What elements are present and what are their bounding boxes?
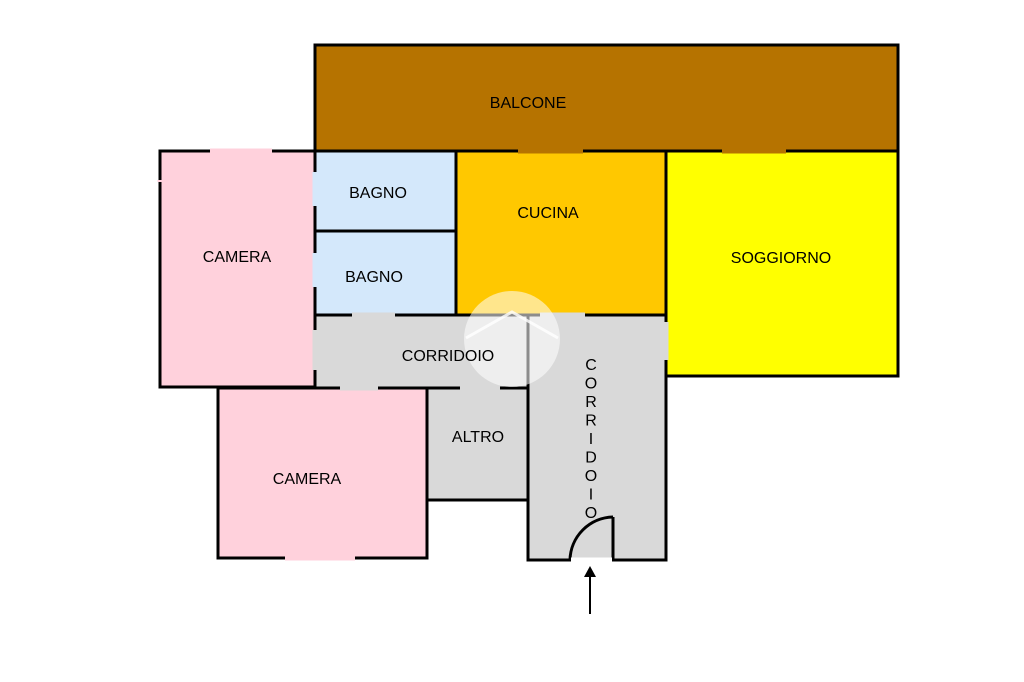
label-corridoio-vertical-letter: R (585, 413, 597, 430)
label-altro: ALTRO (452, 429, 504, 446)
label-corridoio-vertical-letter: D (585, 450, 597, 467)
label-corridoio-vertical: CORRIDOIO (585, 357, 597, 522)
label-corridoio-horizontal: CORRIDOIO (402, 348, 494, 365)
label-corridoio-vertical-letter: I (589, 487, 593, 504)
label-corridoio-vertical-letter: C (585, 357, 597, 374)
label-camera-top: CAMERA (203, 249, 272, 266)
room-bagno-bottom (313, 229, 458, 317)
room-camera-bottom (216, 386, 429, 560)
label-cucina: CUCINA (517, 205, 579, 222)
watermark-circle-icon (464, 291, 560, 387)
label-corridoio-vertical-letter: R (585, 394, 597, 411)
label-corridoio-vertical-letter: I (589, 431, 593, 448)
label-corridoio-vertical-letter: O (585, 376, 597, 393)
watermark-roof-icon (465, 310, 559, 340)
arrow-up-icon-head (584, 566, 596, 577)
label-camera-bottom: CAMERA (273, 471, 342, 488)
label-balcone: BALCONE (490, 95, 566, 112)
label-bagno-top: BAGNO (349, 185, 407, 202)
room-camera-top (158, 149, 317, 389)
label-soggiorno: SOGGIORNO (731, 250, 831, 267)
label-bagno-bottom: BAGNO (345, 269, 403, 286)
room-altro (425, 386, 530, 502)
label-corridoio-vertical-letter: O (585, 505, 597, 522)
room-cucina (454, 149, 668, 317)
label-corridoio-vertical-letter: O (585, 468, 597, 485)
door-swing-icon (568, 515, 614, 561)
room-balcone (313, 43, 900, 153)
